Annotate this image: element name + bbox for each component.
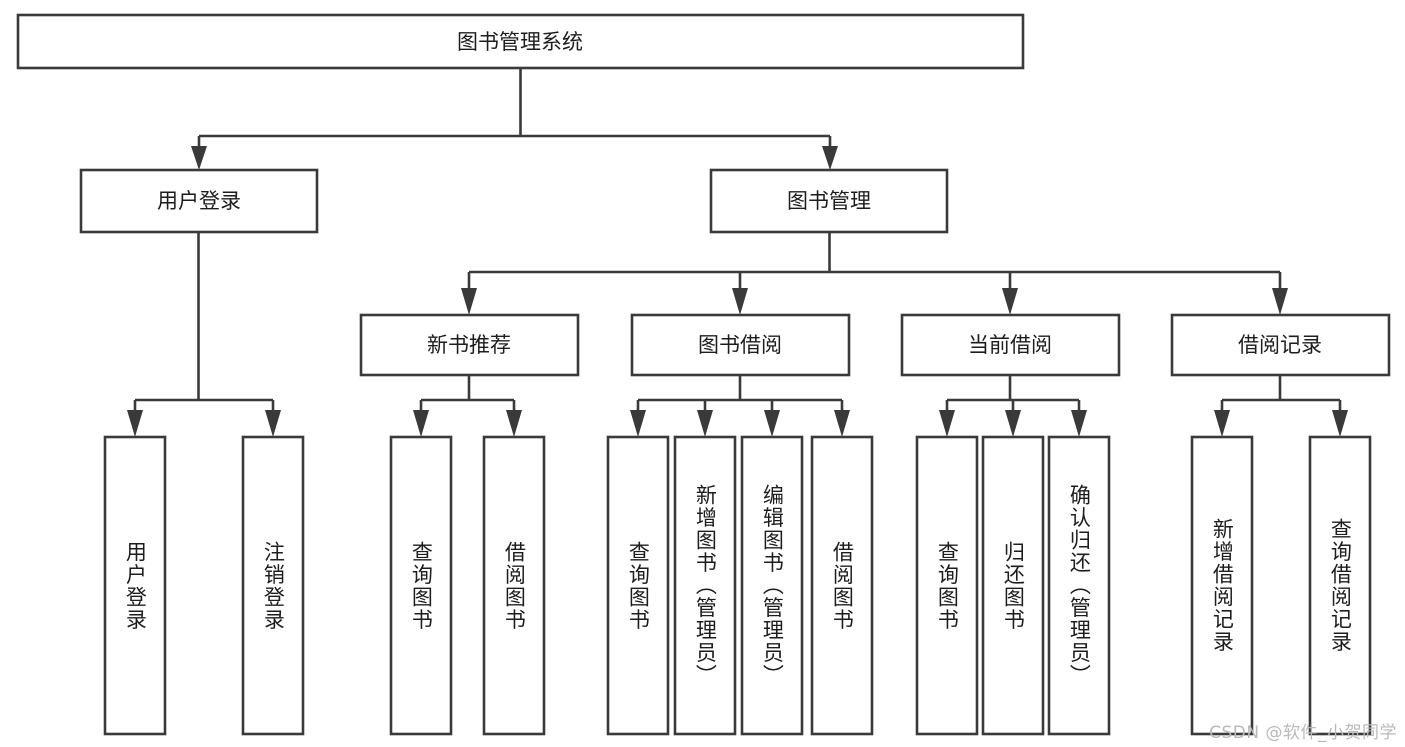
node-current-borrow-label: 当前借阅 xyxy=(968,333,1052,357)
node-user-login-box[interactable] xyxy=(79,168,319,234)
node-book-manage-box[interactable] xyxy=(709,168,949,234)
arrow-bm-to-book-borrow xyxy=(732,288,748,315)
leaf-box-bb-add-book[interactable] xyxy=(673,435,737,736)
arrow-cb-to-confirm-return xyxy=(1071,410,1087,437)
arrow-root-to-book-manage xyxy=(822,146,838,170)
node-book-manage[interactable]: 图书管理 xyxy=(709,168,949,234)
connector-group-current-borrow xyxy=(939,375,1087,437)
node-root-label: 图书管理系统 xyxy=(457,30,583,54)
node-current-borrow[interactable]: 当前借阅 xyxy=(900,313,1121,377)
node-borrow-record-box[interactable] xyxy=(1170,313,1391,377)
leaf-box-user-login[interactable] xyxy=(103,435,167,736)
arrow-bm-to-current-borrow xyxy=(1002,288,1018,315)
leaf-box-logout[interactable] xyxy=(241,435,305,736)
node-current-borrow-box[interactable] xyxy=(900,313,1121,377)
leaf-box-cb-return-book[interactable] xyxy=(981,435,1045,736)
arrow-bb-to-edit-book xyxy=(764,410,780,437)
watermark: CSDN @软件_小贺同学 xyxy=(1209,723,1397,743)
arrow-bb-to-query-book xyxy=(630,410,646,437)
node-new-book-recommend-box[interactable] xyxy=(359,313,580,377)
node-new-book-recommend-label: 新书推荐 xyxy=(427,333,511,357)
leaf-group-current-borrow xyxy=(915,435,1111,736)
connector-group-book-borrow xyxy=(630,375,850,437)
node-book-borrow-label: 图书借阅 xyxy=(698,333,782,357)
arrow-nb-to-borrow-book xyxy=(506,410,522,437)
leaf-box-br-query-record[interactable] xyxy=(1308,435,1372,736)
leaf-group-new-book-recommend xyxy=(389,435,546,736)
arrow-bb-to-add-book xyxy=(697,410,713,437)
connector-group-book-manage xyxy=(461,232,1288,315)
node-borrow-record[interactable]: 借阅记录 xyxy=(1170,313,1391,377)
node-user-login-label: 用户登录 xyxy=(157,189,241,213)
arrow-bm-to-new-book xyxy=(461,288,477,315)
arrow-ul-to-logout-leaf xyxy=(265,410,281,437)
arrow-nb-to-query-book xyxy=(413,410,429,437)
arrow-bb-to-borrow-book xyxy=(834,410,850,437)
node-root-box[interactable] xyxy=(16,13,1025,70)
leaf-box-bb-edit-book[interactable] xyxy=(740,435,804,736)
connector-group-root xyxy=(191,68,838,170)
connector-group-user-login xyxy=(127,232,281,437)
arrow-br-to-query-record xyxy=(1332,410,1348,437)
node-borrow-record-label: 借阅记录 xyxy=(1238,333,1322,357)
leaf-box-bb-borrow-book[interactable] xyxy=(810,435,874,736)
leaf-box-br-add-record[interactable] xyxy=(1190,435,1254,736)
arrow-cb-to-return-book xyxy=(1005,410,1021,437)
arrow-root-to-user-login xyxy=(191,146,207,170)
node-root[interactable]: 图书管理系统 xyxy=(16,13,1025,70)
node-new-book-recommend[interactable]: 新书推荐 xyxy=(359,313,580,377)
leaf-box-cb-query-book[interactable] xyxy=(915,435,979,736)
node-user-login[interactable]: 用户登录 xyxy=(79,168,319,234)
node-book-manage-label: 图书管理 xyxy=(787,189,871,213)
leaf-box-bb-query-book[interactable] xyxy=(606,435,670,736)
node-book-borrow-box[interactable] xyxy=(630,313,851,377)
arrow-br-to-add-record xyxy=(1214,410,1230,437)
leaf-box-nb-borrow-book[interactable] xyxy=(482,435,546,736)
arrow-ul-to-user-login-leaf xyxy=(127,410,143,437)
connector-group-borrow-record xyxy=(1214,375,1348,437)
arrow-bm-to-borrow-record xyxy=(1272,288,1288,315)
leaf-box-cb-confirm-return[interactable] xyxy=(1047,435,1111,736)
leaf-group-book-borrow xyxy=(606,435,874,736)
node-book-borrow[interactable]: 图书借阅 xyxy=(630,313,851,377)
leaf-box-nb-query-book[interactable] xyxy=(389,435,453,736)
connector-group-new-book xyxy=(413,375,522,437)
arrow-cb-to-query-book xyxy=(939,410,955,437)
leaf-group-borrow-record xyxy=(1190,435,1372,736)
leaf-group-user-login xyxy=(103,435,305,736)
